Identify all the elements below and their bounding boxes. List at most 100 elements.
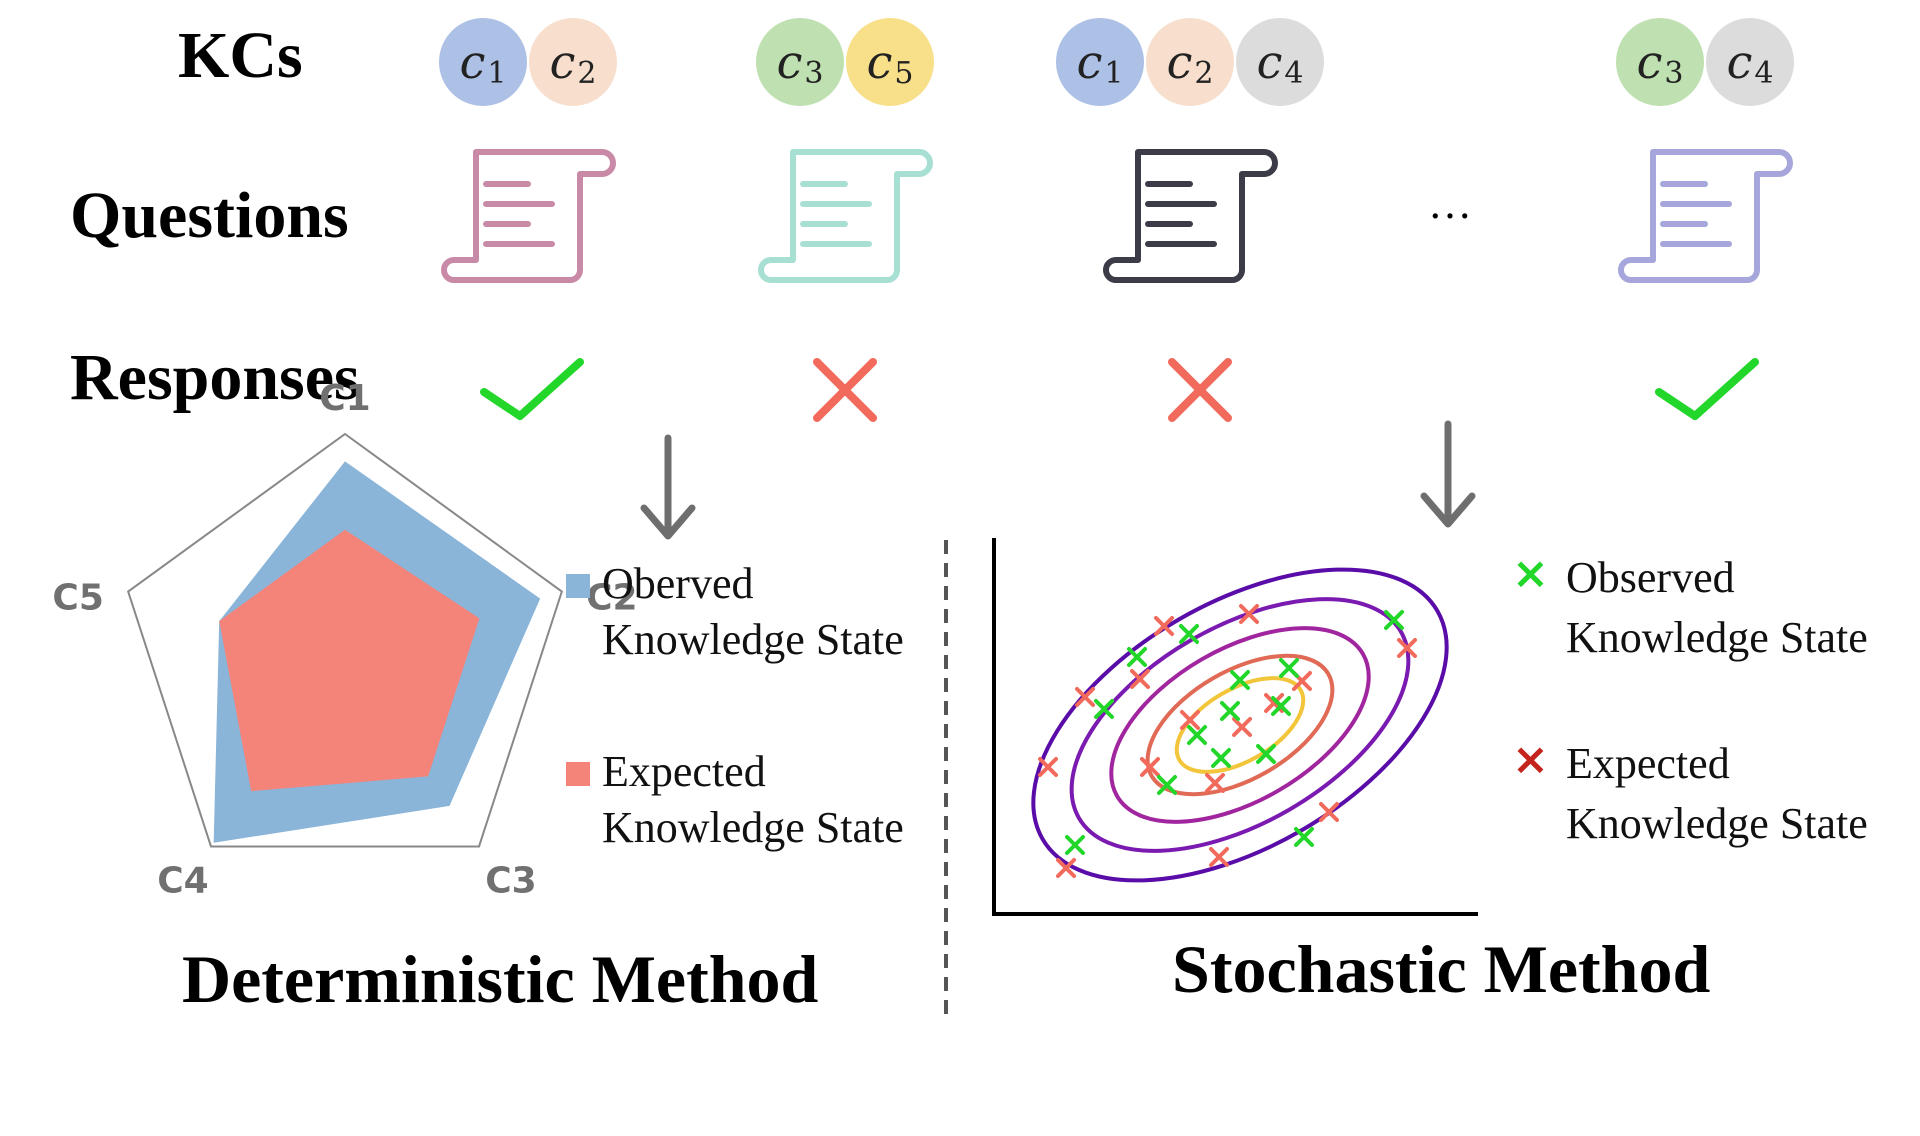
kc-label: c	[1726, 35, 1753, 89]
deterministic-method-title: Deterministic Method	[182, 941, 819, 1017]
contour-ring	[1109, 626, 1371, 824]
scatter-expected-point	[1075, 687, 1095, 707]
scatter-observed-point	[1211, 748, 1231, 768]
kc-subscript: 2	[1194, 55, 1214, 91]
kc-label: c	[1076, 35, 1103, 89]
ellipsis: …	[1428, 179, 1472, 228]
contour-ring	[1031, 567, 1449, 883]
scatter-expected-point	[1180, 710, 1200, 730]
legend-observed-line1: Oberved	[602, 559, 754, 608]
kc-label: c	[776, 35, 803, 89]
kc-subscript: 1	[487, 55, 507, 91]
questions-row-label: Questions	[70, 179, 349, 252]
scatter-observed-point	[1127, 647, 1147, 667]
questions-group	[441, 149, 1793, 283]
arrow-down-icon-left	[640, 434, 696, 540]
radar-outline	[126, 432, 564, 848]
scatter-observed-point	[1094, 699, 1114, 719]
kc-label: c	[459, 35, 486, 89]
kc-label: c	[1256, 35, 1283, 89]
legend-swatch-observed	[566, 574, 590, 598]
scatter-observed-point	[1294, 827, 1314, 847]
scatter-observed-point	[1187, 725, 1207, 745]
kc-label: c	[866, 35, 893, 89]
check-icon	[480, 358, 584, 420]
scatter-expected-point	[1319, 802, 1339, 822]
contour-ring	[1174, 676, 1306, 774]
kc-label: c	[549, 35, 576, 89]
scatter-expected-point	[1239, 604, 1259, 624]
legend-observed-line1: Observed	[1566, 553, 1735, 602]
kc-subscript: 4	[1284, 55, 1304, 91]
scatter-observed-point	[1256, 744, 1276, 764]
legend-expected-line1: Expected	[602, 747, 766, 796]
radar-axis-label-c3: C3	[485, 860, 536, 901]
scatter-expected-point	[1130, 669, 1150, 689]
scatter-observed-point	[1220, 701, 1240, 721]
radar-axis-label-c5: C5	[52, 578, 103, 619]
scatter-expected-point	[1056, 858, 1076, 878]
kc-label: c	[1166, 35, 1193, 89]
legend-expected-line2: Knowledge State	[1566, 799, 1868, 848]
check-icon	[1655, 358, 1759, 420]
contour-scatter-plot	[992, 538, 1478, 916]
responses-group	[480, 358, 1759, 422]
radar-axis-label-c2: C2	[586, 578, 637, 619]
kc-label: c	[1636, 35, 1663, 89]
radar-expected-area	[219, 529, 480, 792]
scatter-observed-point	[1179, 624, 1199, 644]
legend-expected-line1: Expected	[1566, 739, 1730, 788]
scatter-observed-point	[1157, 775, 1177, 795]
kc-subscript: 3	[1664, 55, 1684, 91]
kc-subscript: 1	[1104, 55, 1124, 91]
scatter-expected-point	[1232, 717, 1252, 737]
kcs-row-label: KCs	[178, 19, 303, 92]
contour-ring	[1069, 597, 1411, 853]
legend-observed-line2: Knowledge State	[602, 615, 904, 664]
scatter-expected-point	[1205, 773, 1225, 793]
kc-subscript: 4	[1754, 55, 1774, 91]
scatter-expected-point	[1038, 757, 1058, 777]
cross-icon	[1168, 358, 1232, 422]
scatter-expected-point	[1397, 638, 1417, 658]
legend-expected-line2: Knowledge State	[602, 803, 904, 852]
question-scroll-icon	[441, 149, 616, 283]
scatter-observed-point	[1279, 658, 1299, 678]
kc-subscript: 5	[894, 55, 914, 91]
legend-swatch-expected	[566, 762, 590, 786]
scatter-observed-point	[1230, 670, 1250, 690]
plot-axes	[992, 538, 1478, 916]
scatter-observed-point	[1065, 835, 1085, 855]
radar-axis-label-c4: C4	[157, 860, 208, 901]
question-scroll-icon	[758, 149, 933, 283]
kc-subscript: 3	[804, 55, 824, 91]
radar-axis-label-c1: C1	[319, 378, 370, 419]
cross-icon	[813, 358, 877, 422]
contour-ring	[1145, 653, 1335, 797]
legend-marker-observed: ×	[1512, 548, 1549, 599]
scatter-observed-point	[1384, 610, 1404, 630]
responses-row-label: Responses	[70, 341, 360, 414]
question-scroll-icon	[1618, 149, 1793, 283]
scatter-expected-point	[1154, 616, 1174, 636]
question-scroll-icon	[1103, 149, 1278, 283]
scatter-expected-point	[1140, 757, 1160, 777]
kc-subscript: 2	[577, 55, 597, 91]
scatter-expected-point	[1209, 847, 1229, 867]
legend-observed-line2: Knowledge State	[1566, 613, 1868, 662]
legend-marker-expected: ×	[1512, 734, 1549, 785]
stochastic-method-title: Stochastic Method	[1172, 931, 1711, 1007]
arrow-down-icon-right	[1420, 420, 1476, 528]
scatter-observed-point	[1271, 696, 1291, 716]
